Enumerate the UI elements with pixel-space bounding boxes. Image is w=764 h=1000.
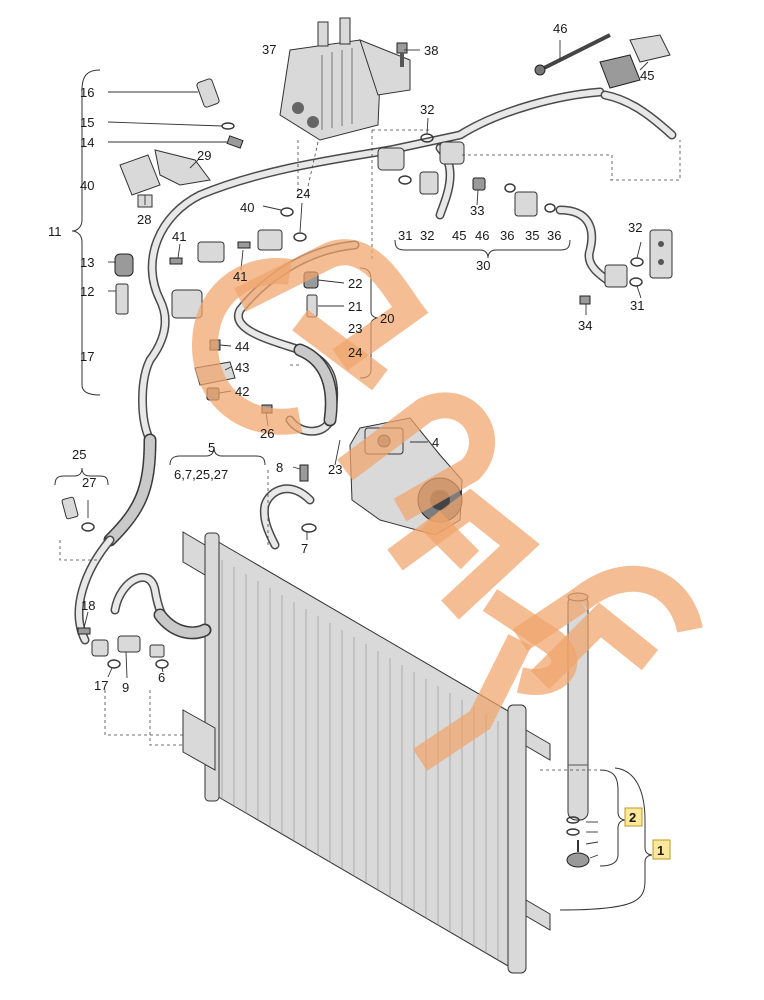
callout-36: 36	[500, 228, 514, 243]
callout-9: 9	[122, 680, 129, 695]
callout-24: 24	[296, 186, 310, 201]
callout-29: 29	[197, 148, 211, 163]
callout-18: 18	[81, 598, 95, 613]
highlight-box-1	[652, 839, 671, 860]
callout-45: 45	[452, 228, 466, 243]
callout-33: 33	[470, 203, 484, 218]
callout-31-b: 31	[630, 298, 644, 313]
callout-labels: 16 15 14 40 11 13 12 17 29 28 40 24 41 4…	[48, 21, 664, 858]
callout-16: 16	[80, 85, 94, 100]
callout-45-b: 45	[640, 68, 654, 83]
callout-11: 11	[48, 224, 62, 239]
condenser-fins	[221, 560, 499, 961]
callout-17: 17	[80, 349, 94, 364]
expansion-valve	[279, 17, 411, 141]
callout-38: 38	[424, 43, 438, 58]
callout-42: 42	[235, 384, 249, 399]
condenser	[182, 531, 551, 974]
callout-22: 22	[348, 276, 362, 291]
callout-21: 21	[348, 299, 362, 314]
callout-30: 30	[476, 258, 490, 273]
callout-25: 25	[72, 447, 86, 462]
group-brackets	[54, 69, 681, 911]
callout-40-b: 40	[240, 200, 254, 215]
refrigerant-lines	[74, 87, 677, 645]
callout-27: 27	[82, 475, 96, 490]
callout-34: 34	[578, 318, 592, 333]
callout-17-b: 17	[94, 678, 108, 693]
callout-46: 46	[475, 228, 489, 243]
callout-14: 14	[80, 135, 94, 150]
callout-26: 26	[260, 426, 274, 441]
callout-41: 41	[172, 229, 186, 244]
callout-13: 13	[80, 255, 94, 270]
callout-28: 28	[137, 212, 151, 227]
watermark	[191, 239, 703, 771]
callout-32: 32	[420, 102, 434, 117]
callout-32-b: 32	[420, 228, 434, 243]
callout-41-b: 41	[233, 269, 247, 284]
callout-5: 5	[208, 440, 215, 455]
callout-20: 20	[380, 311, 394, 326]
callout-40: 40	[80, 178, 94, 193]
callout-7: 7	[301, 541, 308, 556]
callout-15: 15	[80, 115, 94, 130]
callout-32-c: 32	[628, 220, 642, 235]
callout-23-b: 23	[328, 462, 342, 477]
callout-36-b: 36	[547, 228, 561, 243]
leader-lines	[83, 40, 649, 859]
callout-23: 23	[348, 321, 362, 336]
callout-35: 35	[525, 228, 539, 243]
callout-1: 1	[657, 843, 664, 858]
callout-2: 2	[629, 810, 636, 825]
callout-12: 12	[80, 284, 94, 299]
callout-44: 44	[235, 339, 249, 354]
callout-6: 6	[158, 670, 165, 685]
callout-37: 37	[262, 42, 276, 57]
callout-31: 31	[398, 228, 412, 243]
callout-46-b: 46	[553, 21, 567, 36]
callout-43: 43	[235, 360, 249, 375]
callout-8: 8	[276, 460, 283, 475]
callout-4: 4	[432, 435, 439, 450]
callout-5-sub: 6,7,25,27	[174, 467, 228, 482]
highlight-box-2	[624, 807, 643, 827]
callout-24-b: 24	[348, 345, 362, 360]
